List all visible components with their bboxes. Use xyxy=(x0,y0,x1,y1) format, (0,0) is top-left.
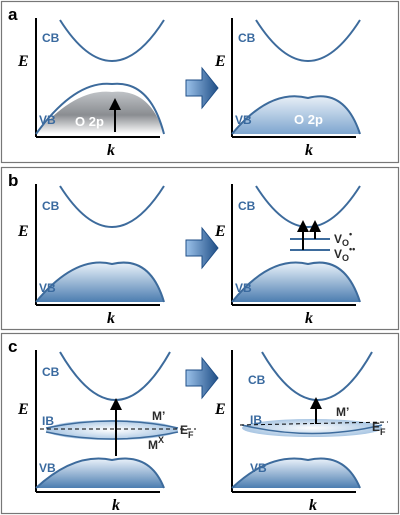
e-axis-label: E xyxy=(17,223,29,240)
panel-a-left-diagram: CB VB O 2p E k xyxy=(17,18,165,159)
conduction-band-curve xyxy=(261,351,373,401)
k-axis-label: k xyxy=(107,142,115,159)
right-block-arrow-icon xyxy=(185,226,219,270)
fermi-level-label: EF xyxy=(180,423,194,440)
vb-label: VB xyxy=(235,113,252,127)
cb-label: CB xyxy=(42,365,60,379)
cb-label: CB xyxy=(238,199,256,213)
panel-b-frame xyxy=(0,166,400,331)
e-axis-label: E xyxy=(214,401,226,418)
panel-c-right-diagram: CB IB VB M’ EF E k xyxy=(214,350,389,514)
valence-band-curve xyxy=(231,457,361,489)
panel-b-left-diagram: CB VB E k xyxy=(17,184,165,327)
m-x-curve xyxy=(45,431,179,440)
o2p-label: O 2p xyxy=(294,112,323,127)
e-axis-label: E xyxy=(214,53,226,70)
cb-label: CB xyxy=(42,199,60,213)
valence-band-curve xyxy=(35,261,165,303)
intermediate-band-fill xyxy=(242,419,382,437)
k-axis-label: k xyxy=(305,310,313,327)
valence-band-curve xyxy=(35,82,165,135)
conduction-band-curve xyxy=(59,351,171,401)
cb-label: CB xyxy=(238,31,256,45)
panel-a-frame xyxy=(0,0,400,164)
vo-double-label: VO•• xyxy=(334,244,355,263)
vb-label: VB xyxy=(235,281,252,295)
conduction-band-curve xyxy=(255,19,361,62)
conduction-band-curve xyxy=(255,185,361,228)
panel-c-left-diagram: CB IB VB M’ MX EF E k xyxy=(17,350,196,514)
fermi-level-line xyxy=(239,421,389,426)
panel-a-letter: a xyxy=(8,5,18,24)
valence-band-curve xyxy=(231,95,361,135)
right-block-arrow-icon xyxy=(185,66,219,110)
m-prime-curve xyxy=(45,420,179,429)
valence-band-fill xyxy=(36,262,164,302)
m-prime-label: M’ xyxy=(152,409,165,423)
intermediate-band-fill xyxy=(46,420,178,440)
fermi-level-label: EF xyxy=(372,420,386,437)
valence-band-curve xyxy=(231,261,361,303)
e-axis-label: E xyxy=(17,401,29,418)
vb-label: VB xyxy=(39,281,56,295)
m-x-label: MX xyxy=(148,435,164,452)
right-block-arrow-icon xyxy=(185,356,219,400)
o2p-state-region xyxy=(36,91,164,134)
o2p-label: O 2p xyxy=(75,114,104,129)
valence-band-curve xyxy=(35,457,165,489)
k-axis-label: k xyxy=(305,142,313,159)
m-prime-label: M’ xyxy=(336,405,349,419)
vb-label: VB xyxy=(250,461,267,475)
k-axis-label: k xyxy=(107,310,115,327)
k-axis-label: k xyxy=(309,497,317,514)
e-axis-label: E xyxy=(214,223,226,240)
conduction-band-curve xyxy=(59,185,165,228)
vo-single-label: VO• xyxy=(334,229,352,248)
panel-b-right-diagram: VO• VO•• CB VB E k xyxy=(214,184,361,327)
panel-c-frame xyxy=(0,332,400,515)
panel-b-letter: b xyxy=(8,171,18,190)
panel-a-right-diagram: CB VB O 2p E k xyxy=(214,18,361,159)
k-axis-label: k xyxy=(112,497,120,514)
m-prime-curve xyxy=(241,424,383,435)
e-axis-label: E xyxy=(17,53,29,70)
ib-label: IB xyxy=(42,414,54,428)
cb-label: CB xyxy=(42,31,60,45)
conduction-band-curve xyxy=(59,19,165,62)
vb-label: VB xyxy=(39,461,56,475)
vb-label: VB xyxy=(39,113,56,127)
ib-label: IB xyxy=(250,413,262,427)
cb-label: CB xyxy=(248,373,266,387)
panel-c-letter: c xyxy=(8,337,17,356)
